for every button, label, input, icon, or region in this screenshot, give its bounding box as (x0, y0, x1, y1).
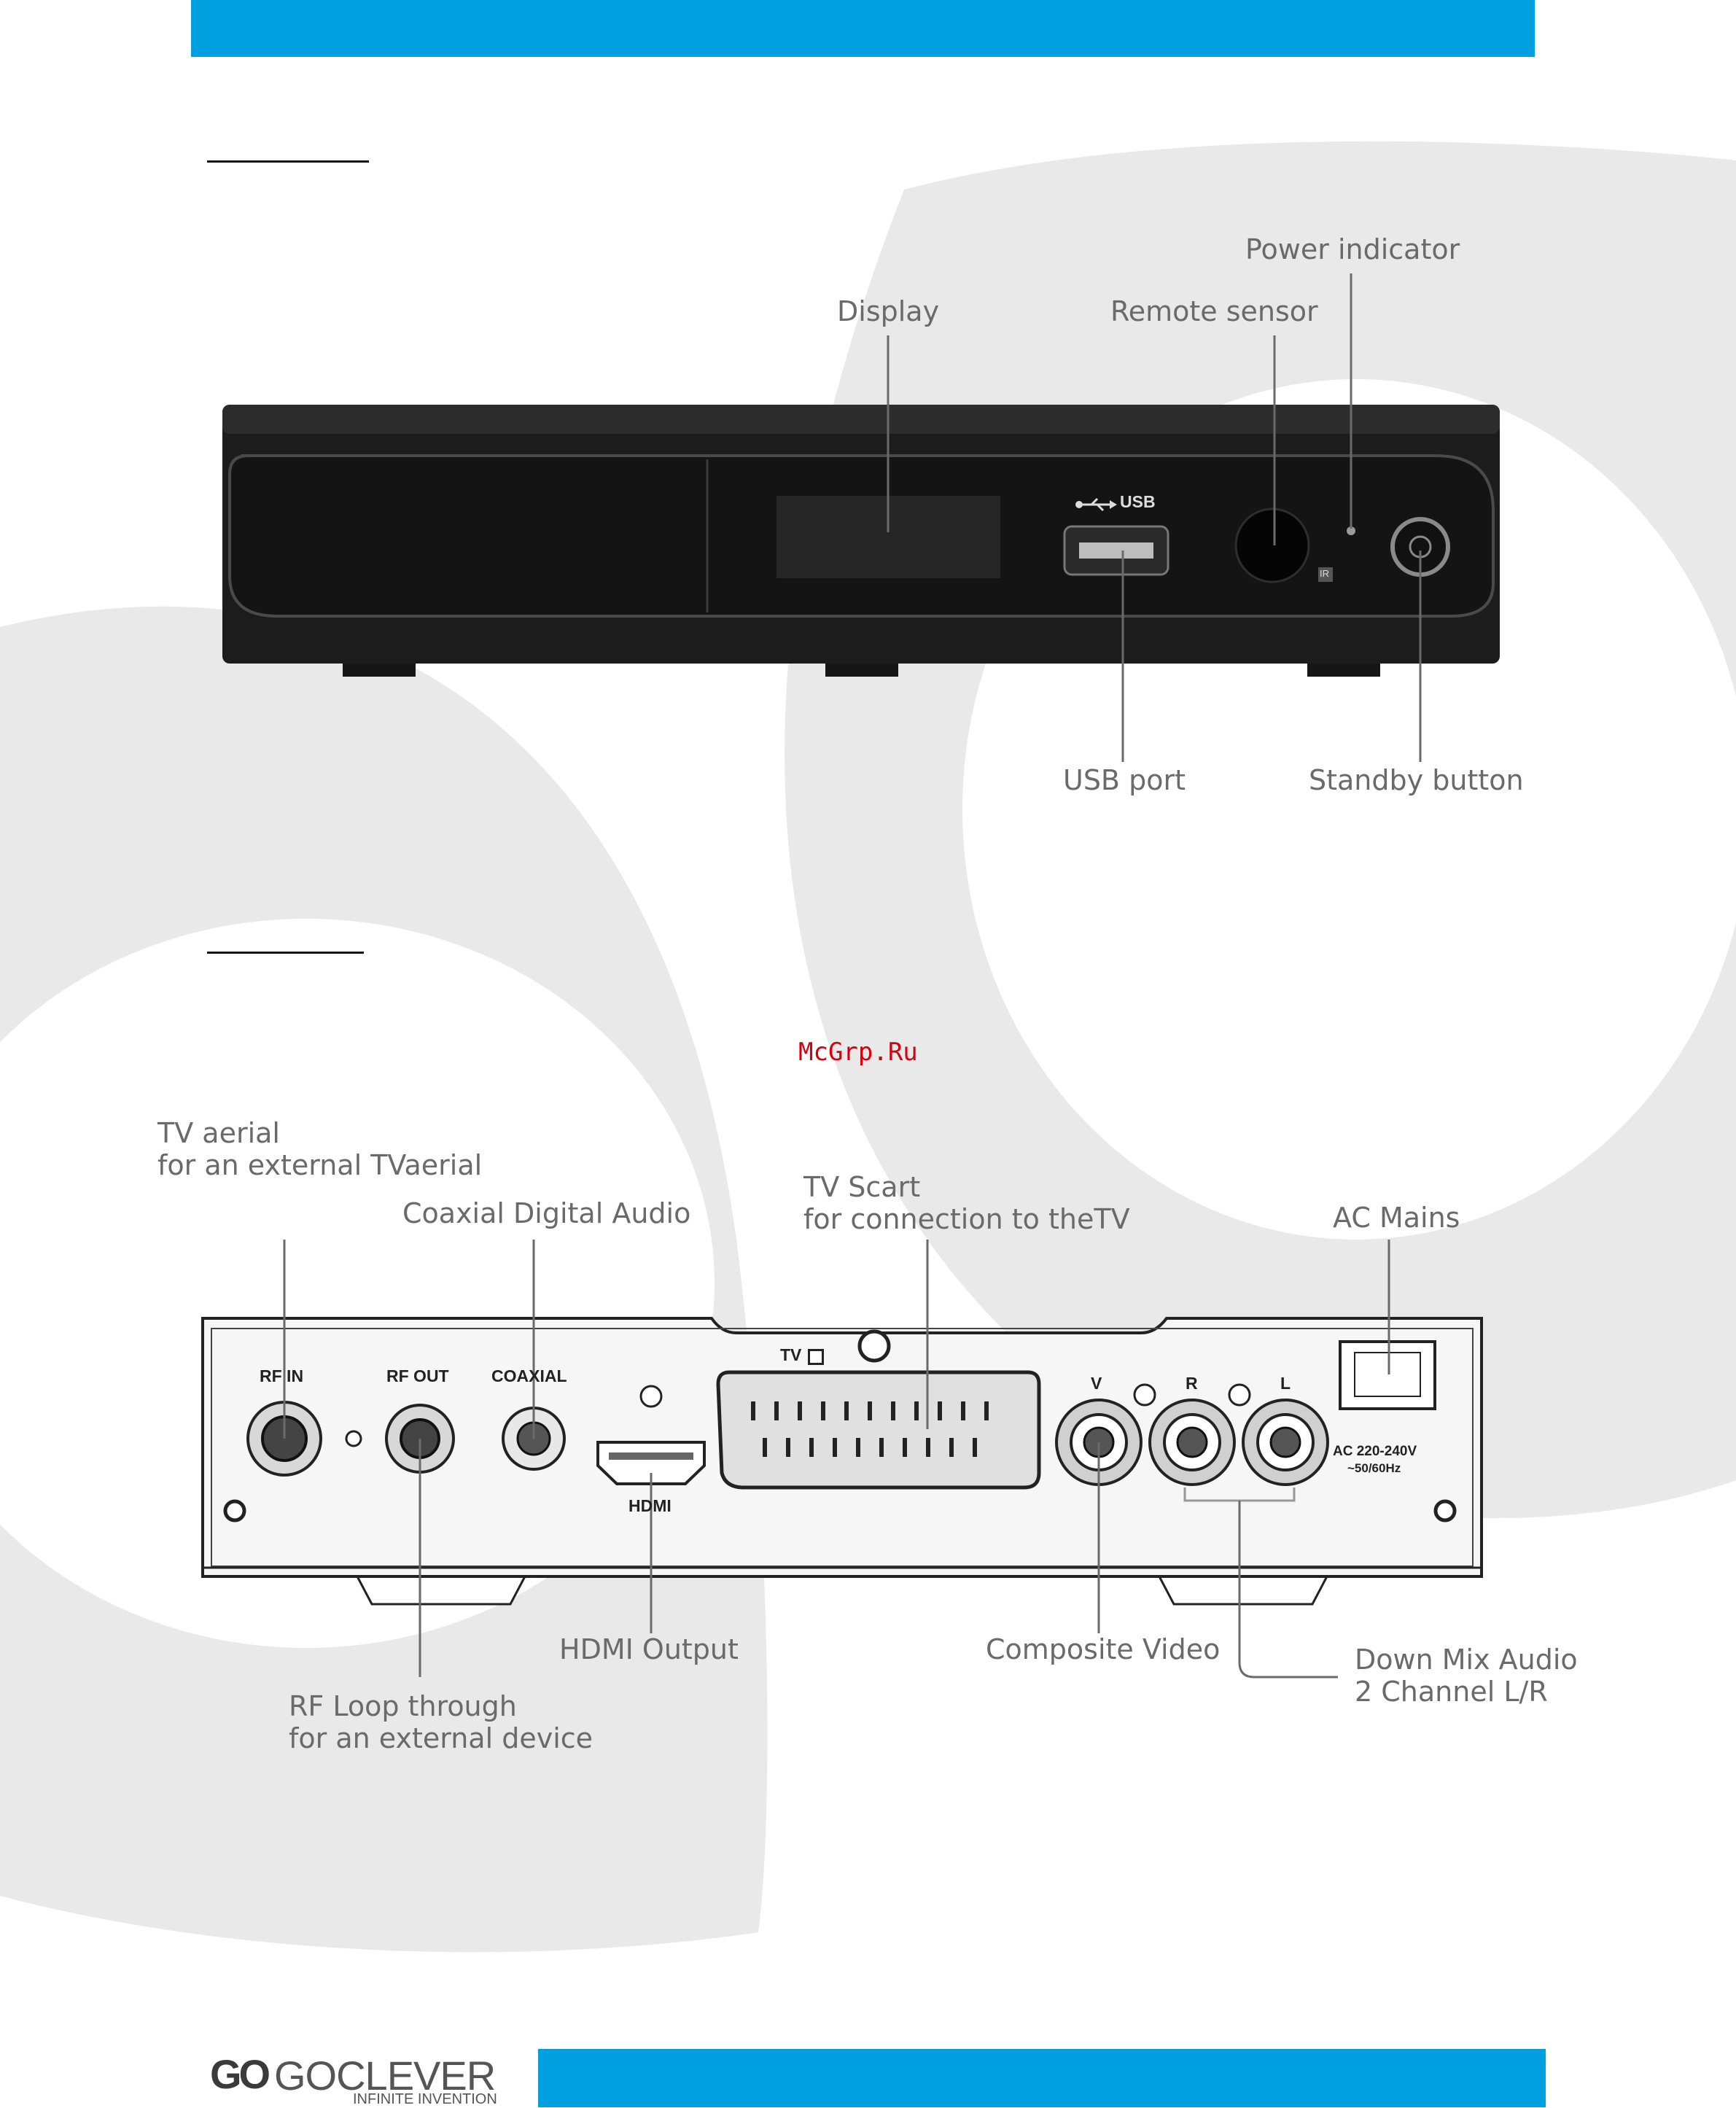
callout-power-indicator: Power indicator (1245, 233, 1460, 265)
bottom-accent-bar (538, 2049, 1546, 2107)
callout-rf-loop-through: RF Loop through for an external device (289, 1690, 593, 1754)
brand-tagline: INFINITE INVENTION (353, 2091, 497, 2107)
callout-ac-mains: AC Mains (1333, 1202, 1460, 1234)
callout-tv-aerial-line1: TV aerial (157, 1117, 280, 1149)
port-label-rf-out: RF OUT (386, 1366, 449, 1385)
ir-badge (1318, 567, 1333, 582)
callout-rf-loop-through-line2: for an external device (289, 1722, 593, 1754)
callout-display: Display (837, 295, 940, 327)
brand-name: GOCLEVER (274, 2053, 496, 2099)
callout-composite-video: Composite Video (986, 1633, 1221, 1665)
top-accent-bar (191, 0, 1535, 57)
rear-panel-illustration (201, 1240, 1483, 1679)
callout-down-mix-audio: Down Mix Audio 2 Channel L/R (1355, 1644, 1578, 1708)
callout-tv-scart-line2: for connection to theTV (803, 1203, 1130, 1235)
port-label-l: L (1280, 1374, 1291, 1393)
tv-symbol-icon (808, 1349, 824, 1365)
callout-tv-aerial-line2: for an external TVaerial (157, 1149, 483, 1181)
front-panel-illustration (222, 273, 1500, 762)
port-label-rf-in: RF IN (260, 1366, 304, 1385)
callout-down-mix-audio-line1: Down Mix Audio (1355, 1644, 1578, 1676)
ir-device-label: IR (1320, 568, 1329, 579)
brand-mark: GO (210, 2051, 270, 2097)
callout-down-mix-audio-line2: 2 Channel L/R (1355, 1676, 1548, 1708)
callout-usb-port: USB port (1063, 764, 1186, 796)
callout-coaxial-digital-audio: Coaxial Digital Audio (402, 1197, 691, 1229)
port-label-coaxial: COAXIAL (491, 1366, 567, 1385)
section-heading-underline-rear (207, 952, 364, 954)
section-heading-underline-front (207, 160, 369, 163)
callout-standby-button: Standby button (1309, 764, 1524, 796)
port-label-tv: TV (780, 1345, 802, 1364)
port-label-r: R (1186, 1374, 1198, 1393)
port-label-ac-frequency: ~50/60Hz (1347, 1461, 1401, 1475)
port-label-v: V (1091, 1374, 1102, 1393)
callout-tv-scart: TV Scart for connection to theTV (803, 1171, 1130, 1235)
usb-device-label: USB (1120, 492, 1156, 511)
callout-hdmi-output: HDMI Output (559, 1633, 739, 1665)
callout-remote-sensor: Remote sensor (1110, 295, 1318, 327)
port-label-ac-voltage: AC 220-240V (1333, 1444, 1417, 1459)
callout-rf-loop-through-line1: RF Loop through (289, 1690, 517, 1722)
port-label-hdmi: HDMI (628, 1496, 672, 1515)
callout-tv-aerial: TV aerial for an external TVaerial (157, 1117, 482, 1181)
watermark-text: McGrp.Ru (798, 1038, 918, 1067)
callout-tv-scart-line1: TV Scart (803, 1171, 921, 1203)
